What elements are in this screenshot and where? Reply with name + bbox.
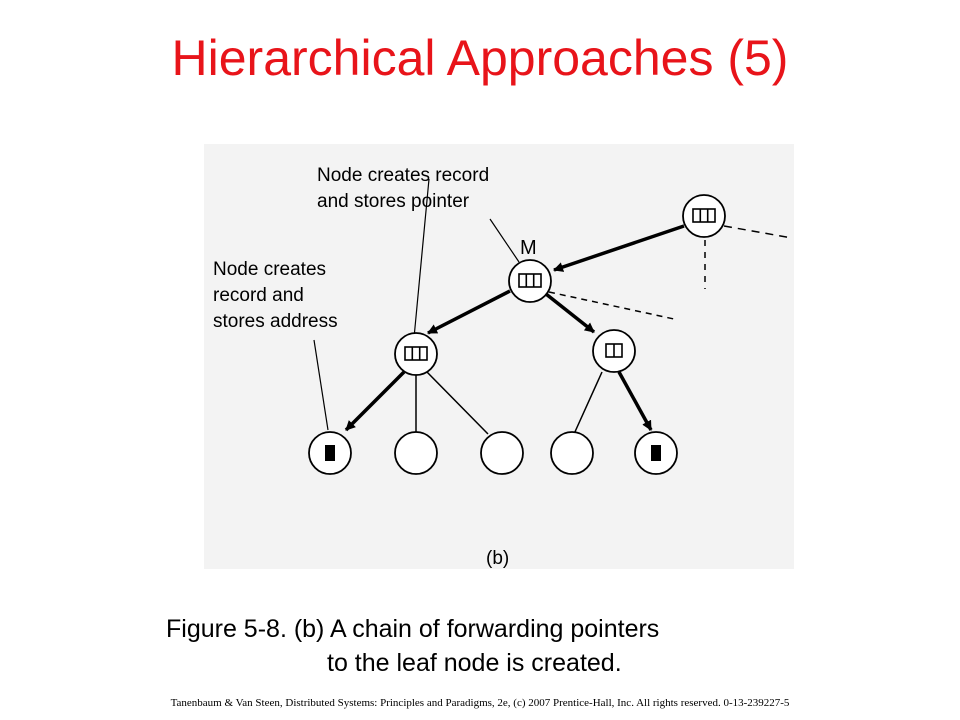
pointer-right-to-leaf5	[617, 371, 653, 431]
edge-m-dashed-right	[548, 291, 675, 320]
pointer-m-to-right	[544, 292, 596, 334]
leaf-node-5	[634, 431, 678, 475]
node-right-middle	[592, 329, 636, 373]
pointer-left-to-leaf1	[344, 370, 406, 432]
figure-caption: Figure 5-8. (b) A chain of forwarding po…	[166, 612, 866, 680]
leaf-node-2	[394, 431, 438, 475]
pointer-top-to-m	[553, 224, 685, 272]
pointer-m-to-left	[427, 289, 511, 335]
edge-right-to-leaf4	[573, 371, 603, 435]
node-top-right	[682, 194, 726, 238]
annotation-top-line2: and stores pointer	[317, 191, 470, 212]
node-m	[508, 259, 552, 303]
annotation-left-line2: record and	[213, 285, 304, 306]
edge-top-dashed-right	[723, 225, 793, 239]
annotation-top-line1: Node creates record	[317, 165, 489, 186]
slide-title: Hierarchical Approaches (5)	[171, 30, 789, 86]
node-left-middle	[394, 332, 438, 376]
node-m-label: M	[520, 237, 537, 259]
annotation-left-line3: stores address	[213, 311, 338, 332]
leaf-node-4	[550, 431, 594, 475]
caption-line-1: Figure 5-8. (b) A chain of forwarding po…	[166, 615, 660, 643]
caption-line-2: to the leaf node is created.	[327, 649, 622, 677]
diagram-sublabel: (b)	[486, 548, 509, 569]
leader-top-annotation-m	[489, 218, 520, 263]
annotation-left-line1: Node creates	[213, 259, 326, 280]
edge-left-to-leaf3	[425, 370, 489, 435]
forwarding-pointer-diagram: M Node creates record and stores pointer…	[204, 144, 794, 569]
leaf-node-3	[480, 431, 524, 475]
leaf-node-1	[308, 431, 352, 475]
diagram-canvas: M Node creates record and stores pointer…	[213, 165, 793, 569]
leader-left-annotation	[313, 339, 329, 431]
leader-top-annotation	[413, 178, 430, 339]
copyright-footer: Tanenbaum & Van Steen, Distributed Syste…	[170, 697, 790, 709]
